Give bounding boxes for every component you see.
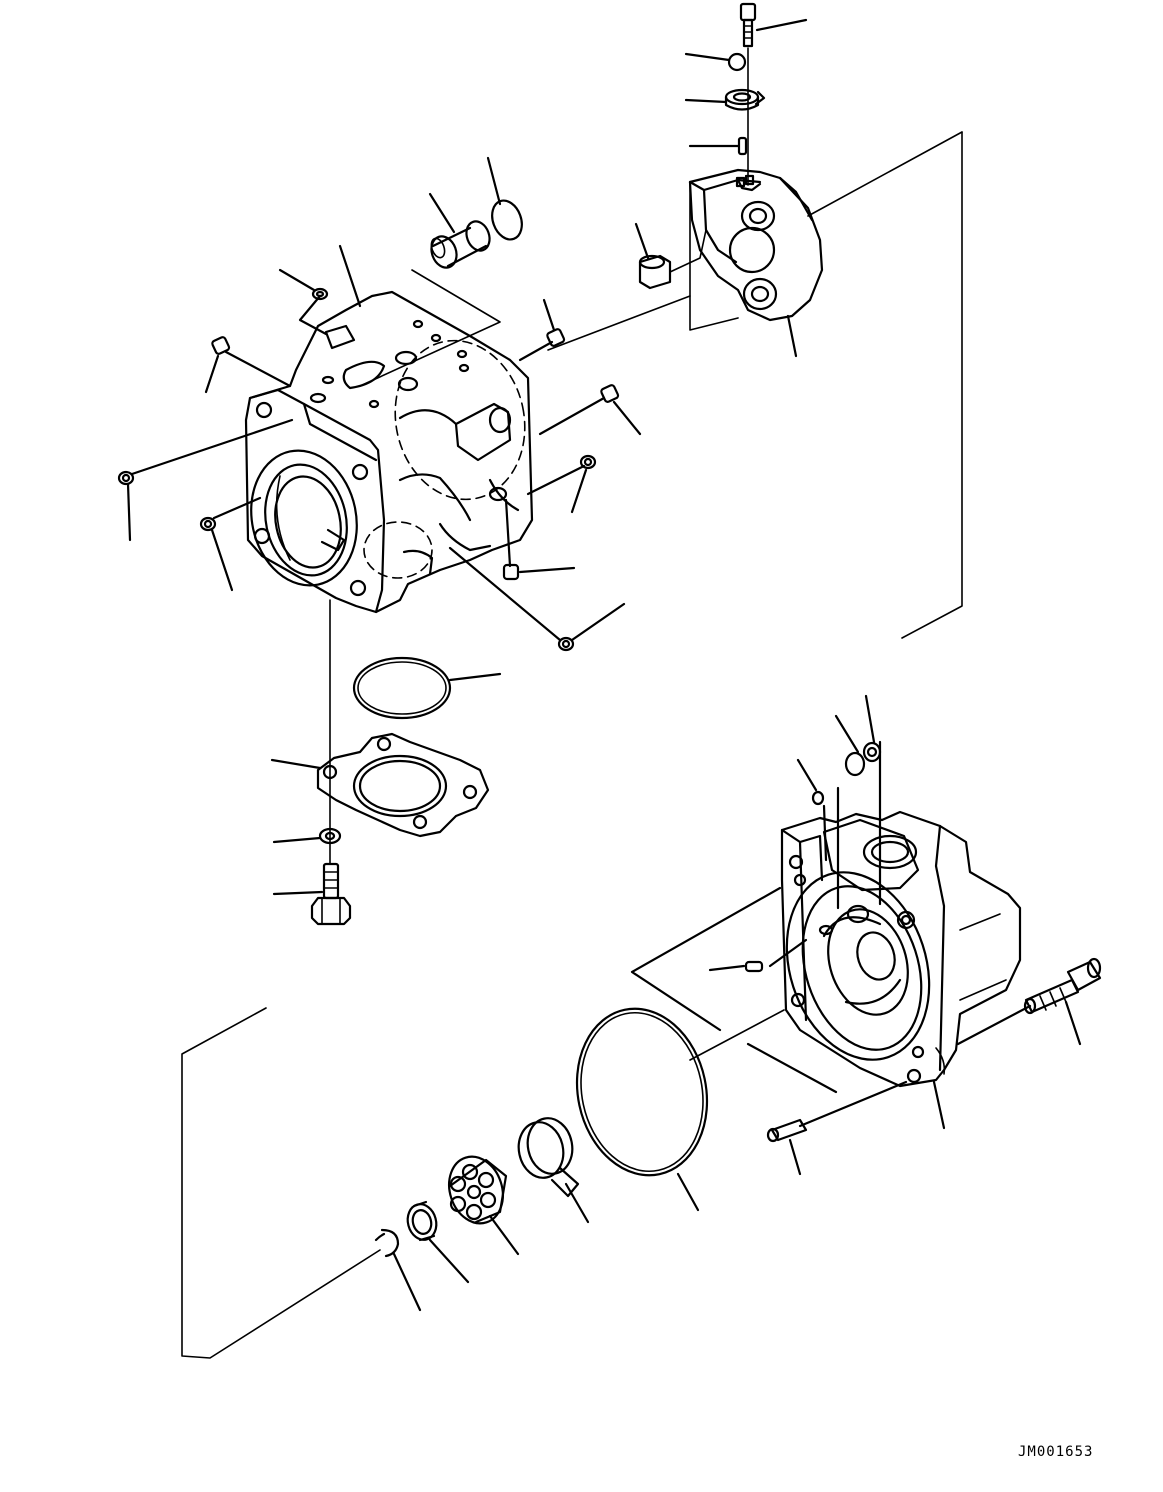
figure-code: JM001653 (1018, 1444, 1094, 1460)
plug-guide-lines (130, 294, 606, 642)
o-ring-flange (352, 656, 452, 720)
ball-end (811, 790, 825, 806)
snap-ring-small (374, 1228, 400, 1258)
dowel-pin-small (737, 136, 748, 156)
main-housing (244, 290, 534, 614)
end-cover (780, 810, 1022, 1088)
leader-lines (126, 18, 1082, 1312)
socket-bolt-end (1023, 957, 1102, 1015)
bushing (430, 220, 491, 269)
retaining-snap-ring (517, 1117, 580, 1198)
seat-ring (724, 88, 766, 111)
pin-large (766, 1118, 808, 1143)
top-cover-assembly (547, 2, 963, 639)
plug-end (862, 741, 882, 763)
cap-screw-top (739, 2, 757, 48)
roller-bearing (448, 1155, 508, 1225)
large-o-ring (575, 1007, 709, 1177)
spacer-collar (406, 1200, 438, 1242)
o-ring-bushing (491, 199, 523, 241)
o-ring-small-end (844, 751, 866, 777)
flange-plate (316, 732, 490, 838)
end-cover-guide-lines (630, 740, 1032, 1128)
washer-flange (318, 827, 342, 845)
steel-ball (727, 52, 747, 72)
hex-bolt-flange (310, 862, 352, 926)
pin-end (744, 960, 764, 973)
plug-cover (638, 254, 672, 290)
plugs-housing (117, 287, 620, 652)
valve-cover (688, 168, 824, 322)
